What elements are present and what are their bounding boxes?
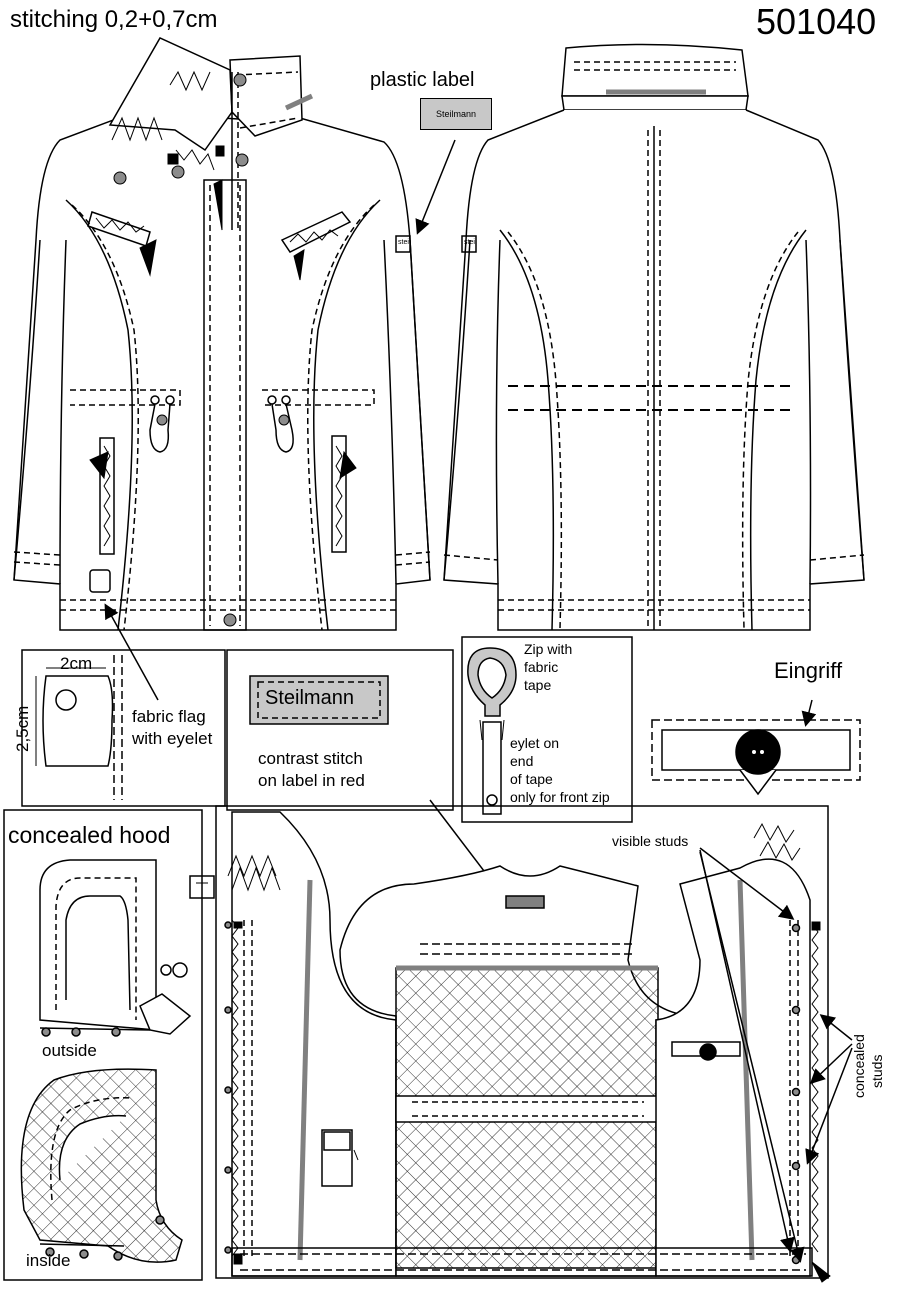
hood-detail xyxy=(3,809,203,1281)
plastic-label-text: Steilmann xyxy=(435,108,477,119)
flag-width-dimension: 2cm xyxy=(60,654,93,673)
eyelet-note-line1: eylet on xyxy=(510,735,560,751)
contrast-stitch-line2: on label in red xyxy=(258,771,365,790)
fabric-flag-detail xyxy=(21,649,226,807)
zip-note-line3: tape xyxy=(524,677,552,693)
fabric-flag-line2: with eyelet xyxy=(132,729,213,748)
eyelet-note-line4: only for front zip xyxy=(510,789,610,805)
style-number: 501040 xyxy=(756,1,877,42)
zip-detail xyxy=(461,636,633,823)
inside-view xyxy=(189,805,853,1279)
eyelet-note-line2: end xyxy=(510,753,534,769)
eingriff-title: Eingriff xyxy=(774,658,843,683)
visible-studs-label: visible studs xyxy=(612,833,689,849)
plastic-label-badge: Steilmann xyxy=(420,98,492,130)
flag-height-dimension: 2,5cm xyxy=(13,705,32,752)
hood-inside-label: inside xyxy=(26,1251,71,1270)
plastic-label-title: plastic label xyxy=(370,69,475,91)
concealed-hood-title: concealed hood xyxy=(8,822,171,848)
back-jacket-view xyxy=(443,43,865,631)
zip-note-line1: Zip with xyxy=(524,641,573,657)
stitching-note: stitching 0,2+0,7cm xyxy=(10,6,218,33)
zip-note-line2: fabric xyxy=(524,659,559,675)
eyelet-note-line3: of tape xyxy=(510,771,553,787)
back-sleeve-label: stei xyxy=(464,239,475,246)
front-jacket-view xyxy=(13,37,431,631)
hood-outside-label: outside xyxy=(42,1041,97,1060)
fabric-flag-line1: fabric flag xyxy=(132,707,206,726)
steilmann-label-text: Steilmann xyxy=(265,687,354,709)
front-sleeve-label: stei xyxy=(398,239,409,246)
concealed-studs-line2: studs xyxy=(869,1054,885,1088)
contrast-stitch-line1: contrast stitch xyxy=(258,749,363,768)
eingriff-detail xyxy=(651,699,861,796)
concealed-studs-line1: concealed xyxy=(851,1034,867,1098)
